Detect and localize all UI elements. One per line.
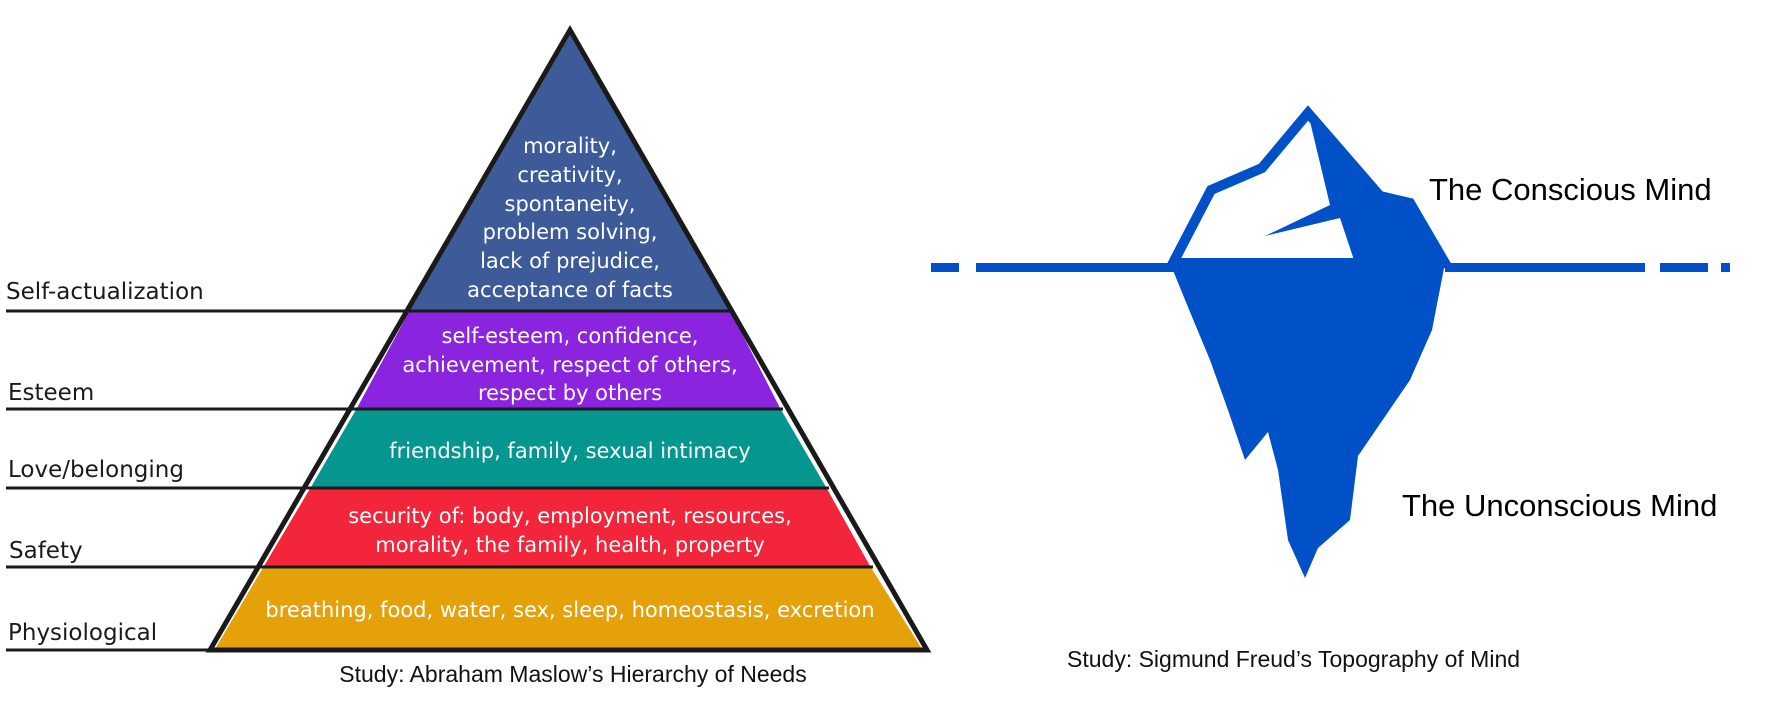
level-desc-esteem: self-esteem, confidence, achievement, re…	[402, 324, 737, 405]
freud-iceberg: The Conscious Mind The Unconscious Mind …	[931, 105, 1730, 672]
maslow-caption: Study: Abraham Maslow’s Hierarchy of Nee…	[339, 661, 806, 687]
desc-line: morality, the family, health, property	[375, 533, 765, 557]
iceberg-body	[1170, 263, 1445, 578]
level-desc-physiological: breathing, food, water, sex, sleep, home…	[265, 598, 874, 622]
desc-line: problem solving,	[483, 220, 658, 244]
desc-line: self-esteem, confidence,	[442, 324, 699, 348]
waterline-segment	[1721, 263, 1730, 272]
desc-line: breathing, food, water, sex, sleep, home…	[265, 598, 874, 622]
desc-line: morality,	[523, 134, 617, 158]
conscious-mind-label: The Conscious Mind	[1429, 172, 1712, 207]
waterline-segment	[1660, 263, 1708, 272]
desc-line: security of: body, employment, resources…	[348, 504, 792, 528]
level-desc-love-belonging: friendship, family, sexual intimacy	[389, 439, 750, 463]
level-label-love-belonging: Love/belonging	[8, 457, 184, 483]
level-fill-physiological	[215, 566, 922, 649]
desc-line: creativity,	[517, 163, 622, 187]
level-label-safety: Safety	[9, 538, 83, 564]
unconscious-mind-label: The Unconscious Mind	[1402, 488, 1717, 523]
level-desc-safety: security of: body, employment, resources…	[348, 504, 792, 557]
desc-line: acceptance of facts	[467, 278, 673, 302]
level-fill-self-actualization	[410, 35, 730, 310]
level-divider-lines	[6, 309, 927, 652]
waterline-segment	[1445, 263, 1645, 272]
level-fill-safety	[264, 487, 870, 566]
waterline	[931, 263, 1730, 272]
waterline-segment	[931, 263, 959, 272]
waterline-segment	[976, 263, 1175, 272]
level-desc-self-actualization: morality, creativity, spontaneity, probl…	[467, 134, 673, 302]
iceberg-tip-right-face	[1265, 113, 1445, 263]
level-fill-esteem	[357, 310, 780, 408]
level-label-self-actualization: Self-actualization	[6, 279, 204, 305]
desc-line: friendship, family, sexual intimacy	[389, 439, 750, 463]
level-fill-love-belonging	[311, 408, 826, 487]
maslow-pyramid: Self-actualization Esteem Love/belonging…	[6, 25, 932, 687]
level-label-esteem: Esteem	[8, 380, 94, 406]
desc-line: respect by others	[478, 381, 662, 405]
freud-caption: Study: Sigmund Freud’s Topography of Min…	[1067, 646, 1520, 672]
desc-line: achievement, respect of others,	[402, 353, 737, 377]
level-label-physiological: Physiological	[8, 620, 157, 646]
desc-line: spontaneity,	[505, 192, 636, 216]
desc-line: lack of prejudice,	[480, 249, 660, 273]
